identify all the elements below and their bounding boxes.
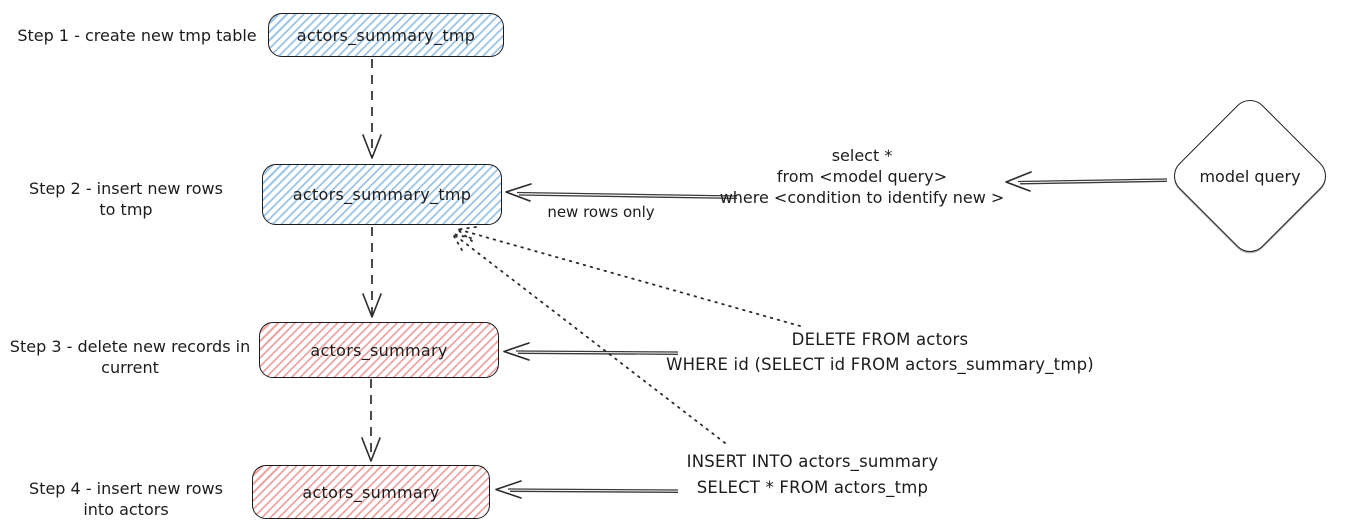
- step2-label-line2: to tmp: [99, 200, 153, 219]
- step4-label: Step 4 - insert new rows into actors: [10, 478, 242, 520]
- arrowhead-left-icon: [495, 480, 522, 499]
- node-step2-tmp-table-label: actors_summary_tmp: [292, 185, 472, 204]
- node-step1-tmp-table: actors_summary_tmp: [268, 13, 504, 57]
- dotted-link-delete-to-tmp: [456, 226, 801, 327]
- step4-label-line2: into actors: [83, 500, 169, 519]
- new-rows-only-label: new rows only: [547, 203, 655, 221]
- model-query-label: model query: [1199, 166, 1301, 186]
- arrow-step1-to-step2: [362, 59, 382, 159]
- step3-label-line1: Step 3 - delete new records in: [9, 337, 251, 356]
- node-step3-summary-table-label: actors_summary: [310, 340, 448, 360]
- arrowhead-left-icon: [503, 342, 530, 361]
- insert-sql: INSERT INTO actors_summary SELECT * FROM…: [645, 449, 980, 501]
- arrow-insert-into-step4: [495, 480, 679, 499]
- step1-label: Step 1 - create new tmp table: [8, 25, 266, 46]
- arrowhead-down-icon: [362, 134, 382, 159]
- step4-label-line1: Step 4 - insert new rows: [29, 479, 223, 498]
- arrow-newrows-into-step2: [505, 183, 738, 202]
- delete-sql: DELETE FROM actors WHERE id (SELECT id F…: [640, 327, 1120, 377]
- step1-label-line1: Step 1 - create new tmp table: [17, 26, 257, 45]
- node-step4-summary-table: actors_summary: [252, 465, 490, 519]
- step2-label-line1: Step 2 - insert new rows: [29, 179, 223, 198]
- delete-sql-line2: WHERE id (SELECT id FROM actors_summary_…: [666, 355, 1094, 374]
- arrowhead-left-icon: [1005, 171, 1032, 192]
- arrow-step2-to-step3: [362, 227, 382, 318]
- insert-sql-line2: SELECT * FROM actors_tmp: [696, 478, 929, 497]
- model-select-sql: select * from <model query> where <condi…: [662, 145, 1062, 208]
- arrow-step3-to-step4: [361, 379, 381, 462]
- arrow-modelquery-to-select: [1005, 171, 1168, 192]
- dotted-link-insert-to-tmp: [451, 232, 726, 444]
- step2-label: Step 2 - insert new rows to tmp: [10, 178, 242, 220]
- model-select-sql-line1: select *: [831, 146, 893, 165]
- node-step1-tmp-table-label: actors_summary_tmp: [296, 25, 476, 45]
- delete-sql-line1: DELETE FROM actors: [791, 330, 969, 349]
- arrowhead-left-icon: [505, 183, 532, 202]
- arrowhead-down-icon: [362, 293, 382, 318]
- model-select-sql-line3: where <condition to identify new >: [719, 188, 1005, 207]
- node-step2-tmp-table: actors_summary_tmp: [262, 164, 502, 225]
- node-step3-summary-table: actors_summary: [259, 322, 499, 378]
- step3-label: Step 3 - delete new records in current: [5, 336, 255, 378]
- arrow-delete-into-step3: [503, 342, 679, 361]
- insert-sql-line1: INSERT INTO actors_summary: [686, 452, 939, 471]
- step3-label-line2: current: [101, 358, 159, 377]
- model-select-sql-line2: from <model query>: [776, 167, 948, 186]
- model-query-node: model query: [1166, 92, 1334, 260]
- arrowhead-down-icon: [361, 437, 381, 462]
- node-step4-summary-table-label: actors_summary: [302, 482, 440, 502]
